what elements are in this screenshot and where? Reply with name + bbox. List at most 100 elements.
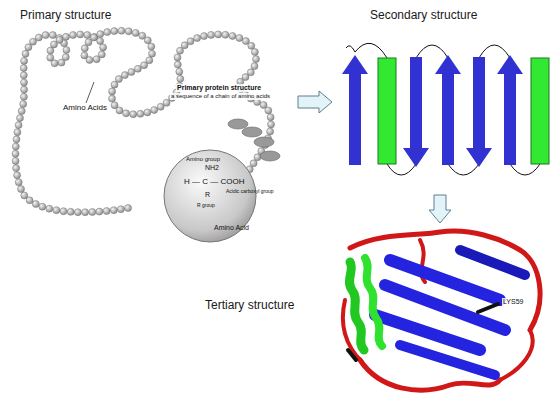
amino-acid-bead <box>17 115 24 122</box>
amino-acid-bead <box>115 76 122 83</box>
amino-acid-bead <box>47 54 54 61</box>
amino-acid-bead <box>111 81 118 88</box>
amino-acid-bead <box>100 44 107 51</box>
amino-acid-bead <box>21 192 28 199</box>
amino-acid-bead <box>163 99 170 106</box>
amino-acid-bead <box>90 34 97 41</box>
amino-acid-bead <box>118 27 125 34</box>
amino-acid-bead <box>194 35 201 42</box>
figure-label: NH2 <box>205 164 219 172</box>
structure-panel: Secondary structure <box>335 4 557 192</box>
amino-acid-bead <box>267 114 274 121</box>
amino-acid-bead <box>77 31 84 38</box>
amino-acid-bead <box>58 59 65 66</box>
amino-acid-bead <box>93 56 100 63</box>
amino-acid-bead <box>13 136 20 143</box>
amino-acid-bead <box>15 122 22 129</box>
figure-label: Amino group <box>186 156 220 163</box>
amino-acid-bead <box>236 35 243 42</box>
panel-heading: Primary structure <box>20 8 111 22</box>
figure-label: LYS59 <box>502 298 525 306</box>
amino-acid-bead <box>20 101 27 108</box>
amino-acid-bead <box>137 110 144 117</box>
amino-acid-bead <box>13 165 20 172</box>
amino-acid-bead <box>42 32 49 39</box>
amino-acid-bead <box>21 86 28 93</box>
amino-acid-bead <box>250 160 257 167</box>
amino-acid-bead <box>81 52 88 59</box>
amino-acid-bead <box>125 205 132 212</box>
amino-acid-bead <box>123 110 130 117</box>
amino-acid-bead <box>84 32 91 39</box>
amino-acid-bead <box>21 79 28 86</box>
amino-acid-bead <box>251 63 258 70</box>
amino-acid-bead <box>134 65 141 72</box>
amino-acid-bead <box>96 208 103 215</box>
amino-acid-bead <box>49 32 56 39</box>
amino-acid-bead <box>12 150 19 157</box>
amino-acid-bead <box>130 111 137 118</box>
amino-acid-bead <box>47 47 54 54</box>
amino-acid-bead <box>22 50 29 57</box>
figure-label: R group <box>197 203 215 209</box>
amino-acid-bead <box>35 34 42 41</box>
amino-acid-bead <box>187 38 194 45</box>
amino-acid-bead <box>26 197 33 204</box>
amino-acid-bead <box>70 32 77 39</box>
loops <box>346 43 540 175</box>
amino-acid-bead <box>20 65 27 72</box>
amino-acid-bead <box>46 205 53 212</box>
amino-acid-bead <box>103 208 110 215</box>
panel-heading: Tertiary structure <box>205 298 294 312</box>
amino-acid-bead <box>215 31 222 38</box>
amino-acid-bead <box>148 43 155 50</box>
amino-acid-bead <box>67 208 74 215</box>
beta-strands <box>342 55 523 167</box>
amino-acid-bead <box>109 95 116 102</box>
leader-line <box>86 82 94 103</box>
amino-acid-bead <box>60 208 67 215</box>
amino-acid-bead <box>82 209 89 216</box>
structure-panel: Tertiary structure <box>200 226 550 400</box>
amino-acid-bead <box>251 49 258 56</box>
amino-acid-bead <box>85 39 92 46</box>
amino-acid-bead <box>63 47 70 54</box>
amino-acid-bead <box>21 57 28 64</box>
amino-acid-bead <box>253 56 260 63</box>
figure-label: R <box>205 191 210 199</box>
amino-acid-bead <box>176 68 183 75</box>
figure-label: H — C — COOH <box>184 178 244 187</box>
amino-acid-bead <box>117 206 124 213</box>
amino-acid-bead <box>125 28 132 35</box>
panel-heading: Secondary structure <box>370 8 477 22</box>
labelled-beads <box>228 119 280 161</box>
amino-acid-bead <box>104 29 111 36</box>
amino-acid-bead <box>229 33 236 40</box>
chain-path <box>16 31 272 212</box>
structure-panel: Primary structure <box>8 4 295 244</box>
amino-acid-bead <box>14 129 21 136</box>
amino-acid-bead <box>12 157 19 164</box>
figure-label: a sequence of a chain of amino acids <box>170 93 271 100</box>
amino-acid-bead <box>174 54 181 61</box>
amino-acid-bead <box>30 38 37 45</box>
amino-acid-bead <box>208 31 215 38</box>
amino-acid-bead <box>177 75 184 82</box>
figure-label: Amino Acid <box>214 224 249 232</box>
ribbon-model <box>343 231 540 390</box>
amino-acid-bead <box>63 33 70 40</box>
figure-label: Primary protein structure <box>176 84 262 92</box>
amino-acid-bead <box>39 203 46 210</box>
amino-acid-bead <box>15 179 22 186</box>
amino-acid-circle <box>164 150 256 242</box>
amino-acid-bead <box>12 143 19 150</box>
amino-acid-bead <box>144 37 151 44</box>
amino-acid-bead <box>109 88 116 95</box>
amino-acid-bead <box>121 72 128 79</box>
amino-acid-bead <box>97 31 104 38</box>
figure-label: Amino Acids <box>62 104 108 113</box>
alpha-helices <box>378 58 549 164</box>
figure-label: Acidic carboxyl group <box>226 189 274 195</box>
amino-acid-bead <box>14 172 21 179</box>
